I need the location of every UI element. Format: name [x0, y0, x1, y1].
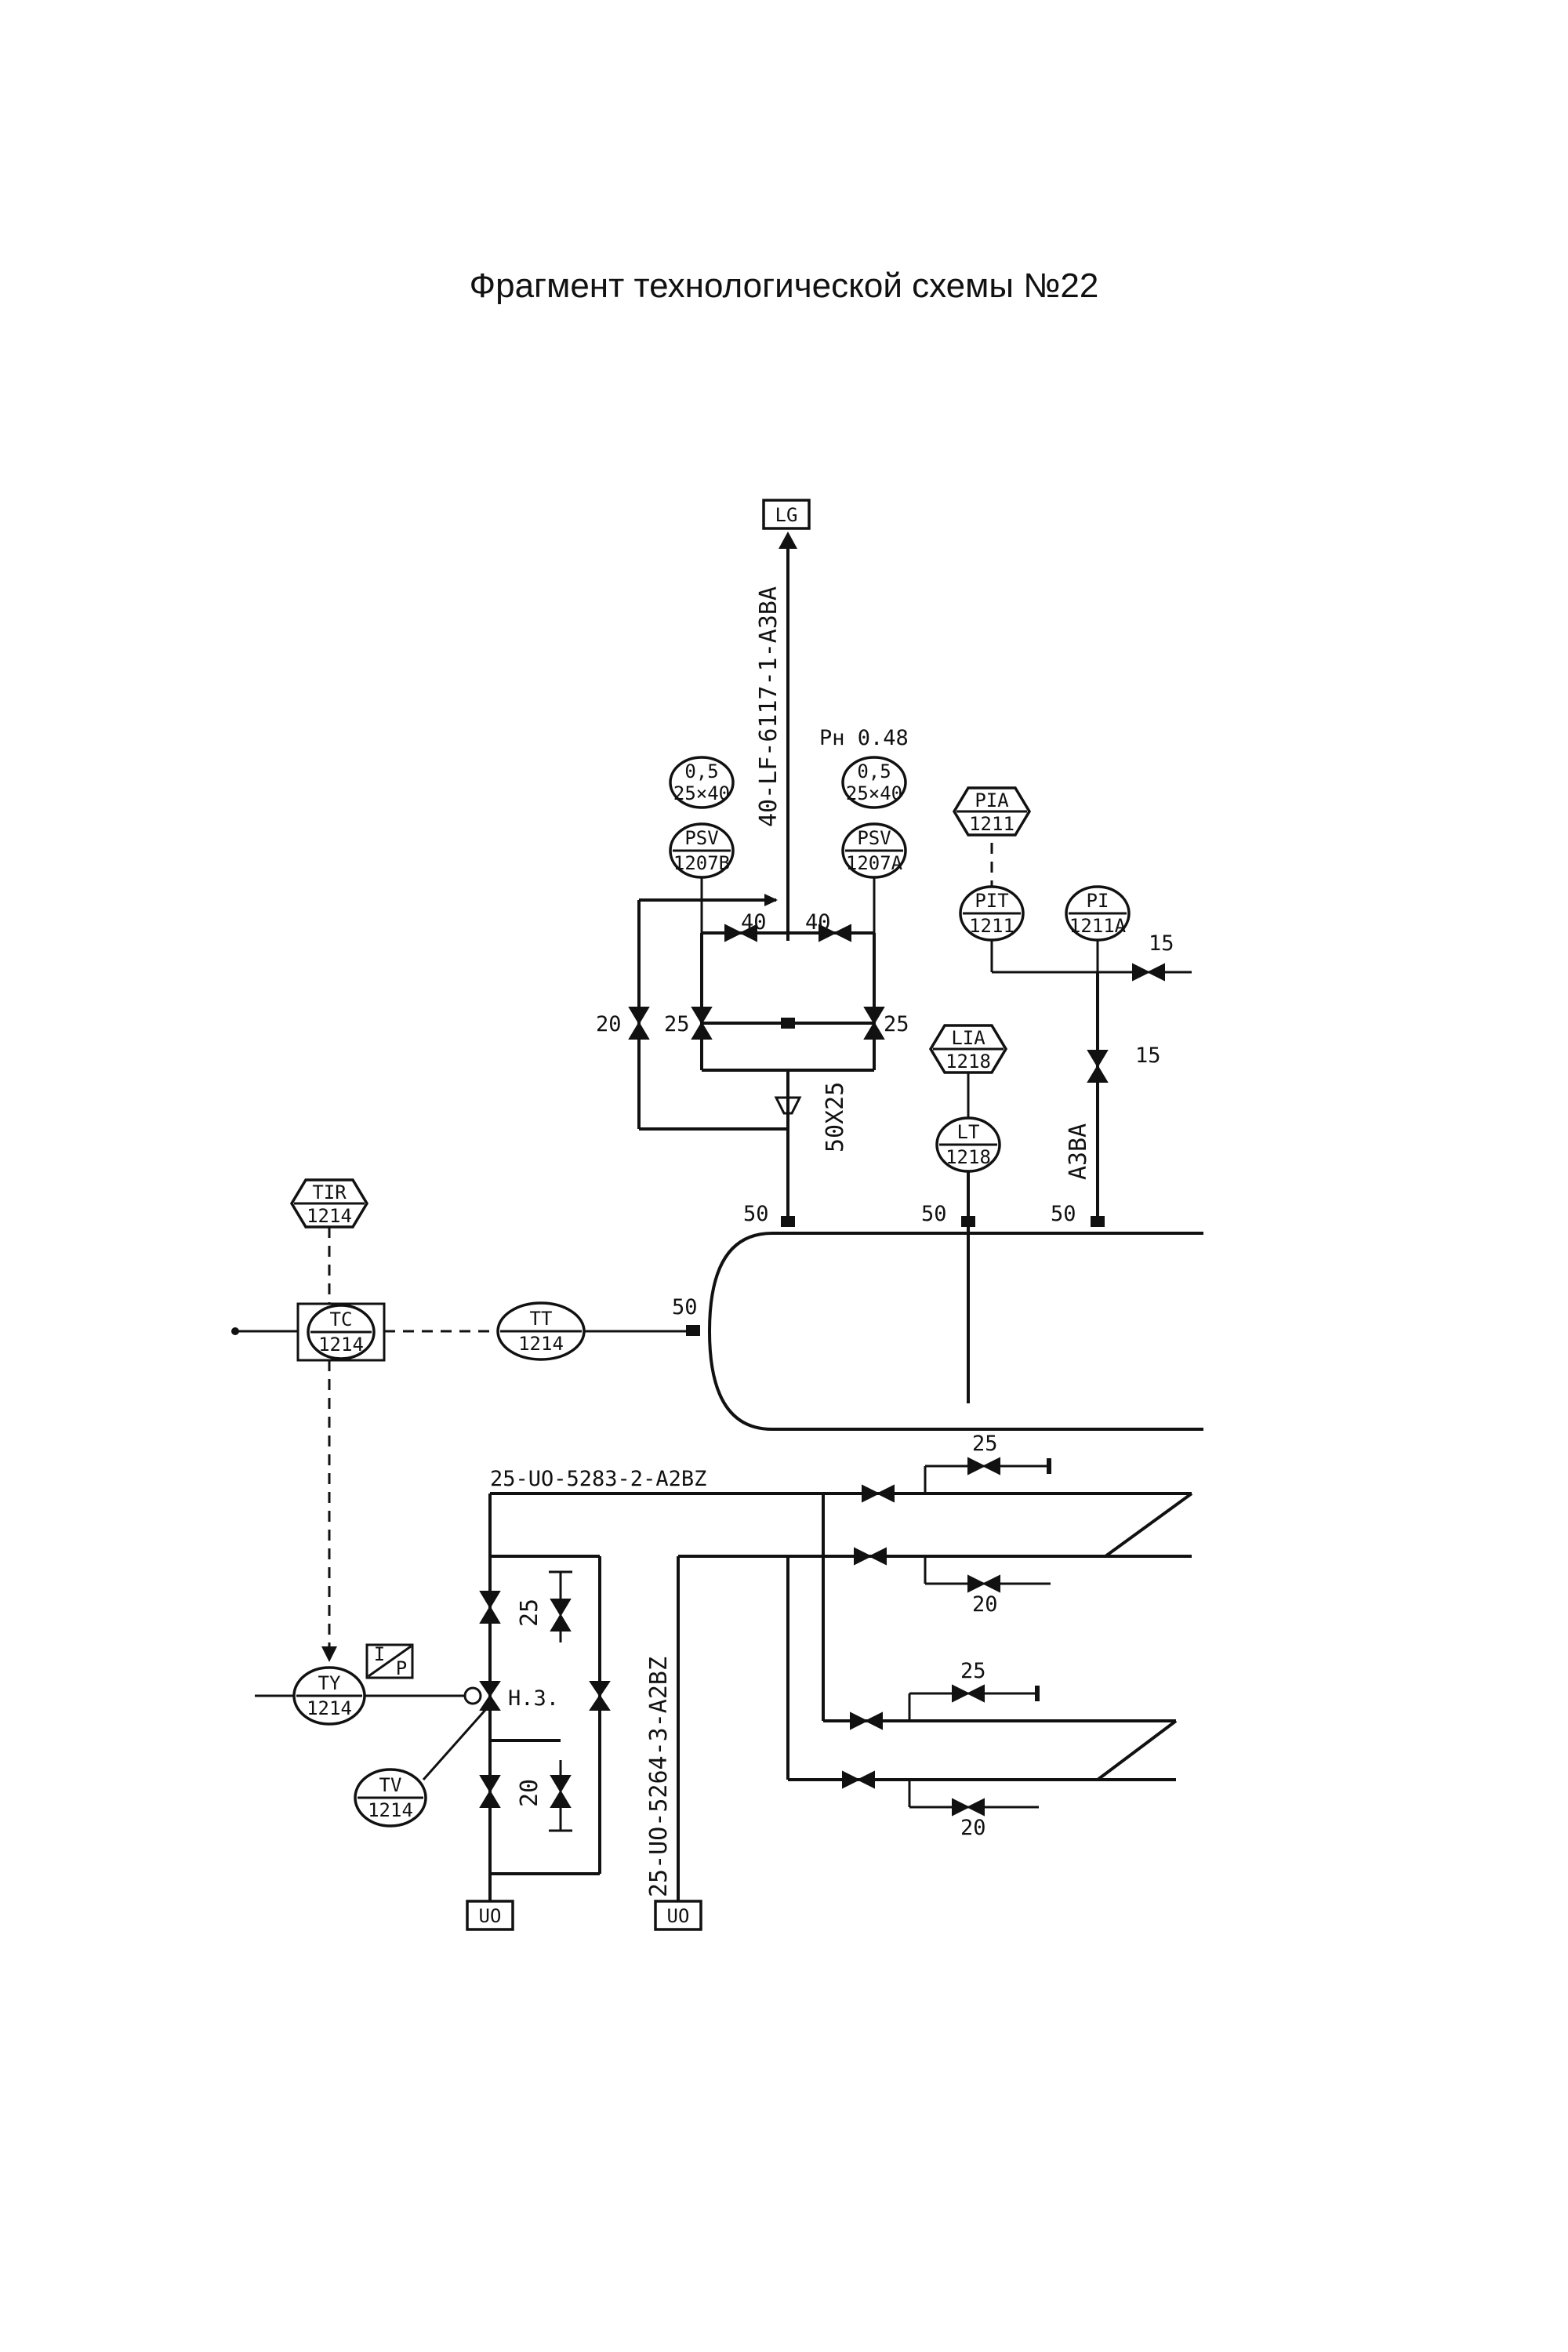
tc-type: TC — [330, 1308, 353, 1330]
pi-line-label: A3BA — [1065, 1123, 1092, 1180]
pi-size-15-a: 15 — [1149, 931, 1174, 956]
lt-type: LT — [957, 1121, 980, 1143]
cv-size-20: 20 — [516, 1779, 543, 1807]
drain-header-2: UO 25-UO-5264-3-A2BZ — [645, 1494, 1192, 1931]
size-40-right: 40 — [805, 910, 831, 935]
fail-position: Н.З. — [508, 1686, 559, 1711]
valve-branch-4[interactable] — [842, 1770, 861, 1789]
valve-branch-2[interactable] — [854, 1547, 873, 1566]
cv-size-25: 25 — [516, 1599, 543, 1627]
size-25-right: 25 — [884, 1012, 909, 1036]
psv-b-type: PSV — [684, 827, 718, 849]
pi-type: PI — [1087, 890, 1109, 912]
drain-size-25-b: 25 — [960, 1659, 986, 1683]
valve-psv-b[interactable] — [691, 1007, 713, 1025]
drain-header: 25 20 Н.З. UO 25-UO-5283-2-A2BZ — [463, 1467, 831, 1931]
ip-top: I — [374, 1643, 385, 1665]
ty-type: TY — [318, 1672, 341, 1694]
reducer-label: 50X25 — [822, 1082, 849, 1152]
tt-type: TT — [530, 1308, 553, 1330]
tv-type: TV — [379, 1774, 402, 1796]
pi-1211a[interactable]: PI 1211A — [1065, 885, 1131, 942]
ty-1214[interactable]: TY 1214 — [255, 1666, 474, 1726]
psv-1207a[interactable]: 0,5 25×40 PSV 1207A — [841, 756, 907, 879]
tir-1214[interactable]: TIR 1214 — [289, 1178, 369, 1229]
pia-num: 1211 — [969, 813, 1014, 835]
terminal-uo-left — [466, 1900, 514, 1931]
valve-bypass-drain[interactable] — [589, 1681, 611, 1697]
drain-size-20-b: 20 — [960, 1816, 986, 1840]
drain-header-2-label: 25-UO-5264-3-A2BZ — [645, 1657, 673, 1897]
nozzle-50-level: 50 — [921, 1202, 947, 1226]
drain-size-20-a: 20 — [972, 1592, 998, 1617]
nozzle-50-temp: 50 — [672, 1295, 698, 1319]
psv-manifold: 20 25 25 40 40 50X25 Pн 0.48 — [596, 726, 909, 1219]
tv-1214[interactable]: TV 1214 — [354, 1708, 488, 1828]
valve-pi-vent[interactable] — [1132, 963, 1151, 982]
psv-1207b[interactable]: 0,5 25×40 PSV 1207B — [669, 756, 735, 879]
nozzle-50-pressure: 50 — [1051, 1202, 1076, 1226]
pressure-loop: 15 15 A3BA — [990, 843, 1192, 1219]
lia-type: LIA — [951, 1027, 985, 1049]
pit-num: 1211 — [969, 915, 1014, 937]
psv-a-num: 1207A — [846, 852, 903, 874]
valve-branch-3[interactable] — [850, 1711, 869, 1730]
valve-pi-15[interactable] — [1087, 1050, 1109, 1068]
temperature-loop — [231, 1227, 690, 1662]
drain-size-25-a: 25 — [972, 1432, 998, 1456]
page-title: Фрагмент технологической схемы №22 — [469, 267, 1099, 305]
drain-header-1-label: 25-UO-5283-2-A2BZ — [490, 1467, 706, 1491]
tt-1214[interactable]: TT 1214 — [496, 1301, 586, 1361]
lia-num: 1218 — [946, 1051, 991, 1073]
branch-upper: 25 20 — [831, 1432, 1193, 1617]
pit-1211[interactable]: PIT 1211 — [959, 885, 1025, 942]
vent-line-label: 40-LF-6117-1-A3BA — [755, 586, 782, 827]
psv-b-num: 1207B — [673, 852, 730, 874]
terminal-uo-left-label: UO — [479, 1905, 502, 1927]
branch-lower: 25 20 — [788, 1659, 1178, 1840]
lt-num: 1218 — [946, 1146, 991, 1168]
size-25-left: 25 — [664, 1012, 690, 1036]
size-40-left: 40 — [741, 910, 767, 935]
tir-num: 1214 — [307, 1205, 352, 1227]
tc-num: 1214 — [318, 1334, 364, 1356]
tir-type: TIR — [312, 1181, 347, 1203]
vessel-nozzles: 50 50 50 50 — [672, 1202, 1105, 1336]
ty-num: 1214 — [307, 1697, 352, 1719]
psv-b-top1: 0,5 — [684, 760, 718, 782]
valve-bypass[interactable] — [628, 1007, 650, 1025]
psv-b-top2: 25×40 — [673, 782, 730, 804]
valve-psv-a[interactable] — [863, 1007, 885, 1025]
terminal-lg-label: LG — [775, 504, 798, 526]
vent-line: LG 40-LF-6117-1-A3BA — [755, 499, 811, 941]
tt-num: 1214 — [518, 1333, 564, 1355]
ip-bottom: P — [396, 1657, 407, 1679]
size-20: 20 — [596, 1012, 622, 1036]
terminal-uo-right-label: UO — [667, 1905, 690, 1927]
ip-converter: I P — [365, 1643, 414, 1679]
tv-num: 1214 — [368, 1799, 413, 1821]
psv-a-type: PSV — [857, 827, 891, 849]
lia-1218[interactable]: LIA 1218 — [928, 1024, 1008, 1074]
set-pressure: Pн 0.48 — [819, 726, 909, 750]
psv-a-top1: 0,5 — [857, 760, 891, 782]
pi-num: 1211A — [1069, 915, 1127, 937]
pi-size-15-b: 15 — [1135, 1044, 1161, 1068]
pia-1211[interactable]: PIA 1211 — [952, 786, 1032, 837]
vessel — [707, 1232, 1203, 1431]
lt-1218[interactable]: LT 1218 — [935, 1116, 1001, 1173]
pia-type: PIA — [975, 789, 1009, 811]
control-valve-tv[interactable] — [479, 1681, 501, 1697]
nozzle-50-vent: 50 — [743, 1202, 769, 1226]
pit-type: PIT — [975, 890, 1008, 912]
terminal-uo-right — [654, 1900, 702, 1931]
valve-branch-1[interactable] — [862, 1484, 880, 1503]
tc-1214[interactable]: TC 1214 — [296, 1302, 386, 1362]
psv-a-top2: 25×40 — [846, 782, 902, 804]
terminal-lg — [762, 499, 811, 530]
